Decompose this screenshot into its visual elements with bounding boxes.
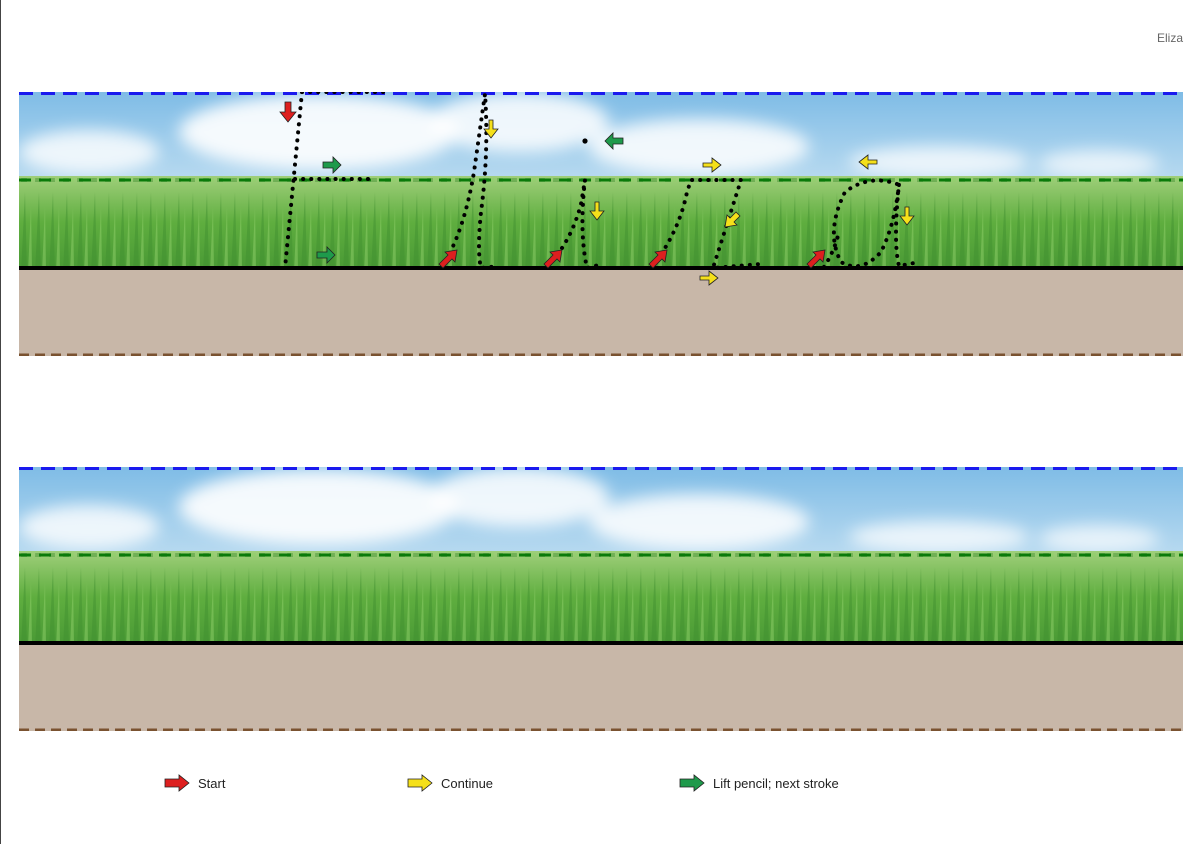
start-arrow-i bbox=[543, 249, 563, 269]
lift-arrow-i-dot bbox=[604, 132, 624, 150]
ground-area bbox=[19, 643, 1183, 731]
band-2-graphic bbox=[19, 467, 1183, 731]
legend-start: Start bbox=[164, 774, 225, 792]
grass-blades bbox=[19, 178, 1183, 268]
red-arrow-icon bbox=[164, 774, 190, 792]
continue-arrow-l bbox=[483, 119, 499, 139]
letter-a-bowl bbox=[831, 178, 921, 269]
lift-arrow-e-middle bbox=[322, 156, 342, 174]
grass-blades bbox=[19, 553, 1183, 643]
continue-arrow-a-top bbox=[858, 154, 878, 170]
continue-arrow-a-side bbox=[899, 206, 915, 226]
legend-lift: Lift pencil; next stroke bbox=[679, 774, 839, 792]
start-arrow-e bbox=[279, 101, 297, 123]
letter-i bbox=[545, 179, 605, 271]
legend-start-label: Start bbox=[198, 775, 226, 791]
start-arrow-a bbox=[806, 249, 826, 269]
continue-arrow-i bbox=[589, 201, 605, 221]
writing-band-traced bbox=[19, 92, 1183, 356]
legend: Start Continue Lift pencil; next stroke bbox=[0, 774, 1200, 794]
ground-area bbox=[19, 268, 1183, 356]
letter-l bbox=[440, 93, 501, 271]
student-name: Eliza bbox=[1156, 31, 1183, 45]
continue-arrow-z-bottom bbox=[699, 270, 719, 286]
continue-arrow-z-top bbox=[702, 157, 722, 173]
clouds bbox=[19, 92, 1159, 178]
green-arrow-icon bbox=[679, 774, 705, 792]
direction-arrows bbox=[279, 101, 915, 286]
start-arrow-l bbox=[438, 249, 458, 269]
band-1-graphic bbox=[19, 92, 1183, 356]
legend-lift-label: Lift pencil; next stroke bbox=[713, 775, 839, 791]
legend-continue-label: Continue bbox=[441, 775, 494, 791]
page-left-edge bbox=[0, 0, 1, 844]
letter-i-dot bbox=[582, 138, 588, 144]
legend-continue: Continue bbox=[407, 774, 493, 792]
yellow-arrow-icon bbox=[407, 774, 433, 792]
clouds bbox=[19, 467, 1159, 553]
lift-arrow-e-bottom bbox=[316, 246, 336, 264]
continue-arrow-z-diagonal bbox=[724, 211, 741, 228]
writing-band-practice bbox=[19, 467, 1183, 731]
start-arrow-z bbox=[648, 249, 668, 269]
